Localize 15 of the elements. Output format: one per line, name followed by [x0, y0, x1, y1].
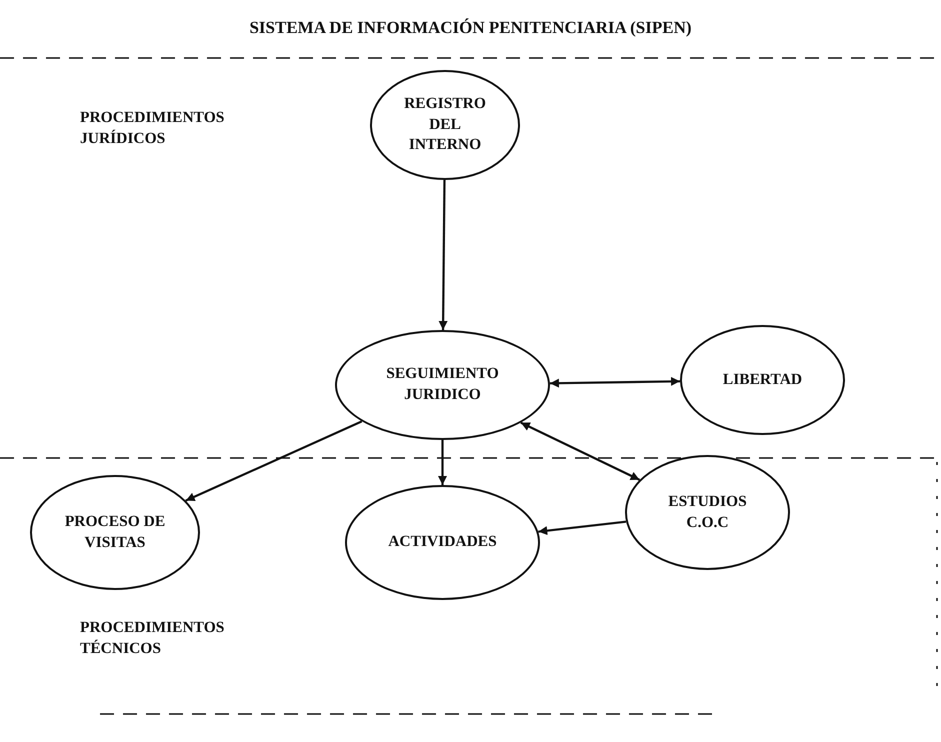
- arrow: [538, 520, 626, 536]
- arrow: [520, 422, 640, 481]
- node-label: PROCESO DE VISITAS: [64, 512, 166, 552]
- node-label: LIBERTAD: [722, 370, 804, 390]
- diagram-title: SISTEMA DE INFORMACIÓN PENITENCIARIA (SIPEN): [248, 18, 693, 38]
- node-label: ACTIVIDADES: [387, 532, 498, 552]
- node-label: SEGUIMIENTO JURIDICO: [385, 364, 500, 405]
- arrow: [550, 376, 680, 388]
- arrow: [185, 420, 362, 502]
- section-label: PROCEDIMIENTOS TÉCNICOS: [80, 618, 226, 659]
- node-label: ESTUDIOS C.O.C: [667, 492, 748, 532]
- node-label: REGISTRO DEL INTERNO: [403, 94, 487, 156]
- arrow: [438, 180, 448, 330]
- arrow: [438, 440, 447, 485]
- section-label: PROCEDIMIENTOS JURÍDICOS: [80, 108, 226, 149]
